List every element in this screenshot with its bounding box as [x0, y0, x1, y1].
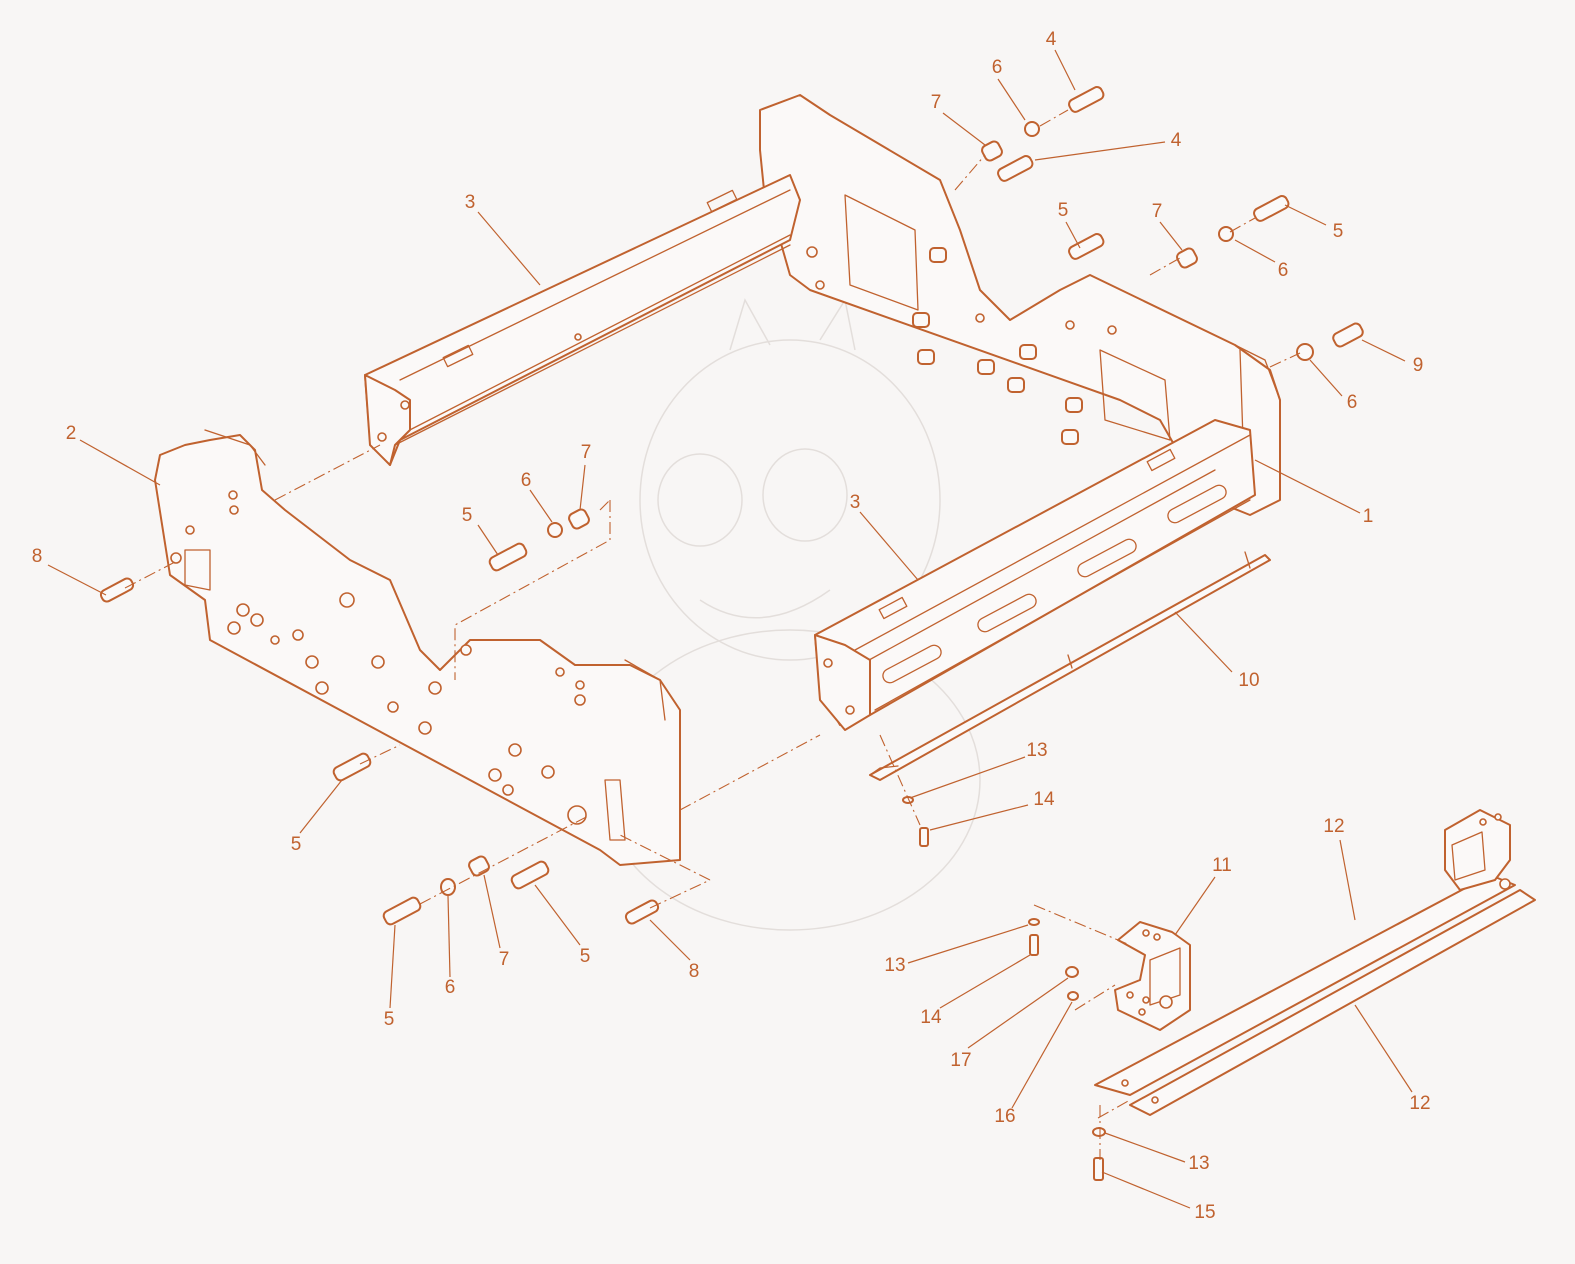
part-10-rod [869, 551, 1271, 781]
callout-6-bottom: 6 [445, 977, 456, 998]
center-lines [124, 109, 1301, 1160]
callout-12-bottom: 12 [1409, 1093, 1430, 1114]
callout-11: 11 [1212, 855, 1232, 876]
callout-6-far-right: 6 [1347, 392, 1358, 413]
callout-1: 1 [1363, 506, 1374, 527]
callout-5-right: 5 [1333, 221, 1344, 242]
callout-13-bottom: 13 [1188, 1153, 1209, 1174]
callout-5-mid: 5 [462, 505, 473, 526]
callout-4-top: 4 [1046, 29, 1057, 50]
callout-7-right: 7 [1152, 201, 1163, 222]
callout-14-upper: 14 [1033, 789, 1055, 810]
fasteners [99, 86, 1364, 1181]
callout-13-mid: 13 [884, 955, 905, 976]
callout-10: 10 [1238, 670, 1259, 691]
callout-9: 9 [1413, 355, 1424, 376]
callout-16: 16 [994, 1106, 1015, 1127]
callout-7-mid: 7 [581, 442, 592, 463]
part-11-bracket [1114, 921, 1191, 1031]
callout-3-upper: 3 [465, 192, 476, 213]
callout-7-top: 7 [931, 92, 942, 113]
leader-lines [47, 49, 1413, 1209]
callout-8-bottom: 8 [689, 961, 700, 982]
callout-5-upper-mid: 5 [1058, 200, 1069, 221]
callout-6-mid: 6 [521, 470, 532, 491]
callout-7-bottom: 7 [499, 949, 510, 970]
callout-15: 15 [1194, 1202, 1215, 1223]
callout-8-left: 8 [32, 546, 43, 567]
callout-6-right: 6 [1278, 260, 1289, 281]
callout-14-mid: 14 [920, 1007, 942, 1028]
callout-3-lower: 3 [850, 492, 861, 513]
callout-5-lower-left: 5 [291, 834, 302, 855]
part-2-side-plate-front [154, 429, 681, 866]
part-3-crossbar-front [814, 419, 1256, 731]
callout-5-bottom: 5 [384, 1009, 395, 1030]
callout-4-right: 4 [1171, 130, 1182, 151]
callout-6-top: 6 [992, 57, 1003, 78]
callout-17: 17 [950, 1050, 971, 1071]
callout-2: 2 [66, 423, 77, 444]
callout-13-upper: 13 [1026, 740, 1047, 761]
part-3-crossbar-rear [364, 174, 801, 466]
callout-12-top: 12 [1323, 816, 1344, 837]
callout-labels: 1 2 3 3 4 4 6 7 5 7 5 6 9 6 8 5 6 7 10 1… [32, 29, 1431, 1223]
part-12-rails [1094, 809, 1536, 1116]
callout-5-bottom-right: 5 [580, 946, 591, 967]
